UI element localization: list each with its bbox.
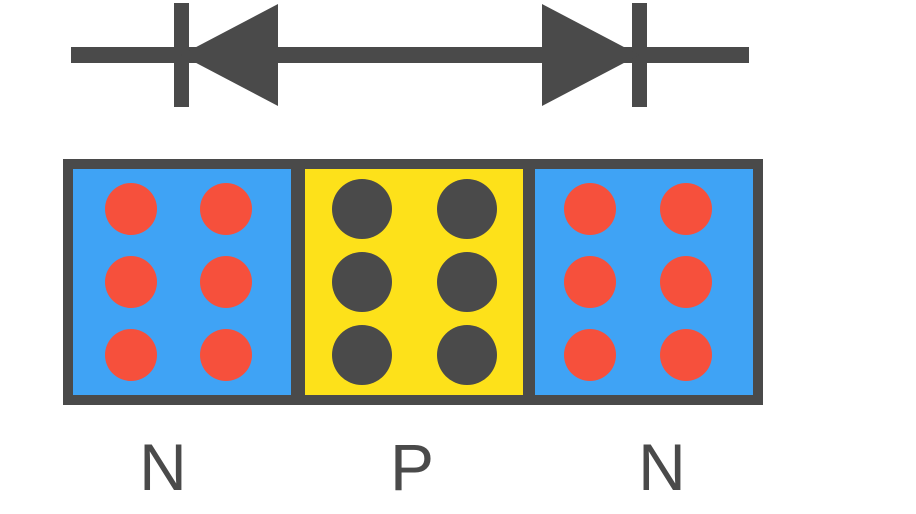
carrier-electron	[564, 256, 616, 308]
right-diode-icon	[542, 4, 639, 106]
carrier-electron	[564, 329, 616, 381]
carrier-electron	[200, 329, 252, 381]
semiconductor-block	[63, 159, 763, 405]
diode-symbols	[71, 3, 749, 107]
carrier-hole	[437, 325, 497, 385]
carrier-hole	[332, 252, 392, 312]
region-label-n-right: N	[638, 430, 686, 504]
left-diode-icon	[181, 4, 278, 106]
carrier-electron	[564, 183, 616, 235]
region-label-n-left: N	[139, 430, 187, 504]
carrier-electron	[105, 183, 157, 235]
carrier-electron	[200, 183, 252, 235]
carrier-hole	[437, 179, 497, 239]
right-diode-bar	[632, 3, 647, 107]
carrier-hole	[332, 179, 392, 239]
carrier-electron	[660, 256, 712, 308]
carrier-hole	[437, 252, 497, 312]
carrier-electron	[105, 329, 157, 381]
carrier-electron	[200, 256, 252, 308]
carrier-electron	[660, 329, 712, 381]
carrier-electron	[660, 183, 712, 235]
carrier-electron	[105, 256, 157, 308]
carrier-hole	[332, 325, 392, 385]
region-label-p-middle: P	[390, 430, 434, 504]
